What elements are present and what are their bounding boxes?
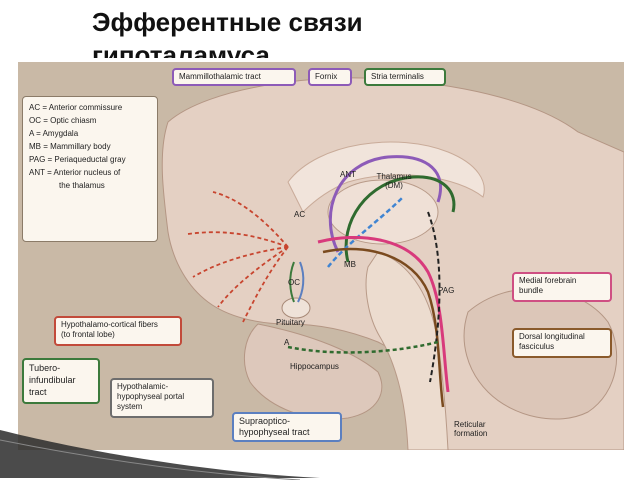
structure-mb: MB: [344, 260, 356, 269]
legend-item: OC = Optic chiasm: [29, 116, 97, 125]
structure-line: Thalamus: [376, 172, 412, 181]
legend-item: MB = Mammillary body: [29, 142, 111, 151]
slide-title: Эфферентные связи гипоталамуса: [92, 7, 363, 58]
stria-terminalis-path: [344, 175, 456, 263]
pituitary-stalk: [297, 261, 305, 303]
brain-illustration: [18, 62, 624, 450]
structure-ac: AC: [294, 210, 306, 219]
structure-amygdala: A: [284, 338, 290, 347]
label-stria-terminalis: Stria terminalis: [364, 68, 446, 86]
label-line: hypophyseal portal: [117, 392, 185, 401]
label-medial-forebrain: Medial forebrain bundle: [512, 272, 612, 302]
label-line: bundle: [519, 286, 544, 295]
legend-item: the thalamus: [59, 181, 105, 190]
label-line: fasciculus: [519, 342, 555, 351]
label-line: Dorsal longitudinal: [519, 332, 585, 341]
label-line: Hypothalamo-cortical fibers: [61, 320, 158, 329]
structure-line: Reticular: [454, 420, 486, 429]
pituitary-shape: [281, 297, 311, 319]
label-line: Medial forebrain: [519, 276, 577, 285]
label-supraoptico: Supraoptico- hypophyseal tract: [232, 412, 342, 442]
cortical-fan: [187, 191, 289, 323]
structure-hippocampus: Hippocampus: [290, 362, 339, 371]
abbreviation-legend: AC = Anterior commissure OC = Optic chia…: [22, 96, 158, 242]
label-line: Hypothalamic-: [117, 382, 169, 391]
label-line: Tubero-: [29, 363, 61, 373]
mammillothalamic-path: [327, 196, 404, 268]
label-mammillothalamic: Mammillothalamic tract: [172, 68, 296, 86]
label-line: infundibular: [29, 375, 76, 385]
structure-pag: PAG: [438, 286, 455, 295]
portal-stalk: [289, 261, 295, 303]
slide-decoration: [0, 430, 320, 480]
label-line: hypophyseal tract: [239, 427, 310, 437]
structure-reticular: Reticular formation: [454, 420, 487, 438]
label-tubero-infundibular: Tubero- infundibular tract: [22, 358, 100, 404]
structure-line: formation: [454, 429, 488, 438]
legend-item: ANT = Anterior nucleus of: [29, 168, 121, 177]
brainstem-shape: [365, 251, 449, 450]
label-portal-system: Hypothalamic- hypophyseal portal system: [110, 378, 214, 418]
structure-thalamus: Thalamus (DM): [370, 172, 418, 190]
label-line: (to frontal lobe): [61, 330, 115, 339]
decor-wave: [0, 430, 320, 478]
legend-item: AC = Anterior commissure: [29, 103, 123, 112]
descending-dashed-path: [427, 211, 441, 383]
label-line: tract: [29, 387, 47, 397]
structure-pituitary: Pituitary: [276, 318, 305, 327]
temporal-lobe-shape: [244, 323, 383, 420]
label-fornix: Fornix: [308, 68, 352, 86]
label-line: Supraoptico-: [239, 416, 291, 426]
brain-diagram: AC = Anterior commissure OC = Optic chia…: [18, 62, 624, 450]
decor-wave-light: [0, 439, 301, 480]
legend-item: PAG = Periaqueductal gray: [29, 155, 126, 164]
structure-line: (DM): [385, 181, 403, 190]
structure-oc: OC: [288, 278, 300, 287]
medial-forebrain-path: [317, 236, 450, 393]
hippocampus-dashed-path: [287, 340, 439, 354]
fornix-path: [328, 155, 442, 253]
label-dorsal-longitudinal: Dorsal longitudinal fasciculus: [512, 328, 612, 358]
legend-item: A = Amygdala: [29, 129, 79, 138]
label-line: system: [117, 402, 143, 411]
structure-ant: ANT: [340, 170, 356, 179]
thalamus-shape: [327, 179, 439, 245]
dorsal-longitudinal-path: [322, 247, 445, 408]
label-hypothalamo-cortical: Hypothalamo-cortical fibers (to frontal …: [54, 316, 182, 346]
